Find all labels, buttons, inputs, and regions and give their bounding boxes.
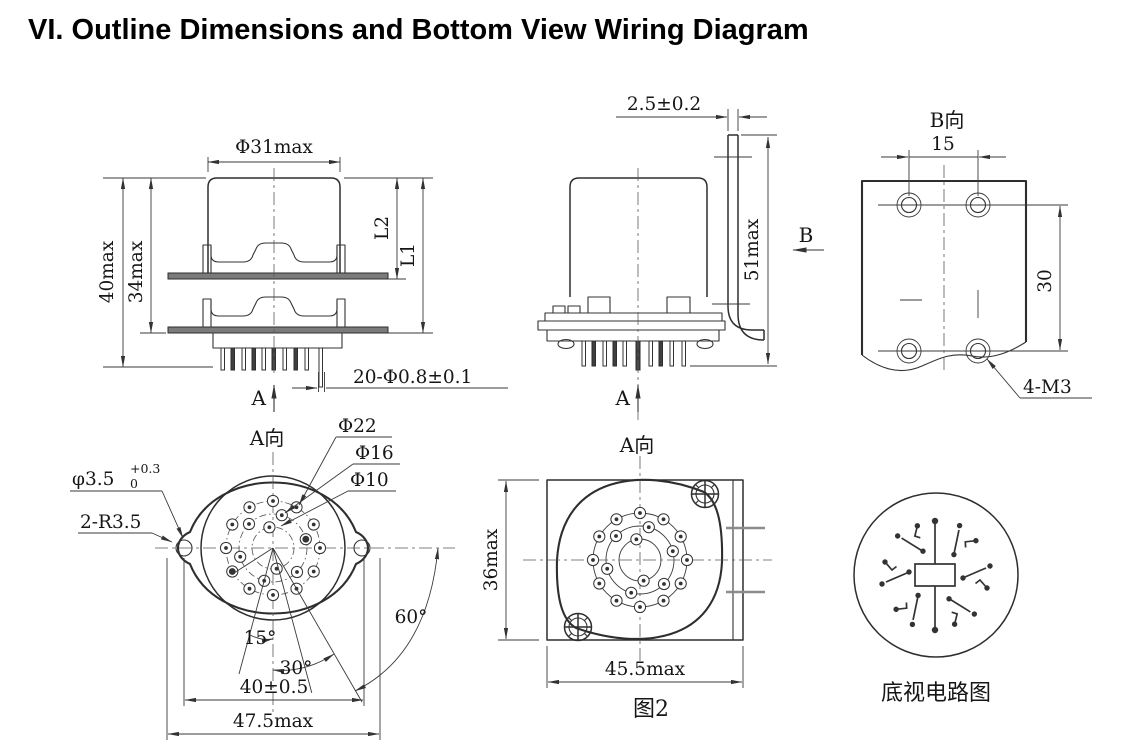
flange-plate (167, 272, 389, 280)
base-block (212, 332, 343, 349)
base-bump (552, 305, 566, 314)
dim-dia-top: Φ31max (235, 137, 313, 158)
base-bump (567, 305, 581, 314)
circuit-diagram: 底视电路图 (853, 492, 1019, 706)
dim-height-inner: 34max (126, 240, 147, 303)
coil-terminal (931, 517, 939, 525)
section-arrow-a: A (615, 386, 631, 410)
dim-hole-spacing: 40±0.5 (240, 677, 308, 698)
side-view: 2.5±0.2 51max B A (537, 94, 824, 420)
dim-mount-hole-tol-lower: 0 (130, 476, 138, 491)
fig2-view: A向 36max 45.5 (481, 433, 772, 722)
page-title: VI. Outline Dimensions and Bottom View W… (28, 14, 809, 46)
dim-thread-callout: 4-M3 (1023, 377, 1072, 398)
section-arrow-a: A (251, 386, 267, 410)
dim-angle-60: 60° (395, 607, 428, 628)
dim-pin-circle-16: Φ16 (355, 443, 394, 464)
base-plate (544, 312, 723, 322)
circuit-caption: 底视电路图 (881, 681, 991, 706)
dim-overall-width: 47.5max (233, 711, 314, 732)
dim-l1: L1 (398, 243, 419, 267)
dim-angle-15: 15° (244, 628, 277, 649)
bracket-profile (210, 296, 338, 317)
base-tab (587, 296, 611, 314)
dim-height: 51max (742, 218, 763, 281)
bracket-ear (202, 244, 212, 274)
front-view: Φ31max 40max 34max L2 L1 20-Φ0.8±0.1 A (97, 137, 508, 412)
a-view-label: A向 (249, 426, 284, 450)
dim-height: 36max (481, 528, 502, 591)
dim-mount-hole-tol-upper: +0.3 (130, 461, 160, 476)
mount-bracket (727, 134, 765, 341)
dim-height-outer: 40max (97, 240, 118, 303)
b-view: 15 B向 30 4-M3 (860, 108, 1092, 399)
base-foot (557, 338, 575, 350)
base-tab (666, 296, 691, 314)
fig2-label: A向 (619, 433, 654, 457)
dim-hole-spacing-h: 15 (931, 134, 955, 155)
bracket-profile (210, 242, 338, 263)
relay-outline (555, 478, 724, 641)
bracket-plate-outline (860, 179, 1028, 355)
flange-plate (167, 326, 389, 334)
dim-pin-circle-22: Φ22 (338, 416, 377, 437)
bracket-ear (336, 244, 346, 274)
pin-row (581, 340, 686, 371)
coil-symbol (914, 563, 956, 587)
base-plate (546, 329, 720, 342)
circuit-boundary (853, 492, 1019, 658)
break-line (861, 341, 1027, 372)
dim-mount-hole: φ3.5 (72, 469, 114, 490)
pin-array (219, 494, 327, 602)
a-view-bottom: A向 15° 30 (70, 416, 455, 740)
relay-cover-outline (569, 177, 708, 297)
centerlines (523, 456, 772, 668)
pin-row (220, 347, 323, 388)
view-arrow-b: B (799, 223, 814, 247)
dim-bracket-thickness: 2.5±0.2 (627, 94, 701, 115)
dim-l2: L2 (372, 216, 393, 240)
fig2-caption: 图2 (633, 697, 669, 722)
dim-hole-spacing-v: 30 (1035, 269, 1056, 293)
dim-pin-callout: 20-Φ0.8±0.1 (353, 367, 472, 388)
dim-flange-radius: 2-R3.5 (80, 512, 141, 533)
dim-pin-circle-10: Φ10 (350, 470, 389, 491)
coil-terminal (931, 626, 939, 634)
base-plate (537, 320, 726, 331)
dim-width: 45.5max (605, 659, 686, 680)
bracket-ear (336, 298, 346, 328)
base-foot (696, 338, 714, 350)
b-view-label: B向 (930, 108, 965, 132)
bracket-ear (202, 298, 212, 328)
dim-angle-30: 30° (280, 658, 313, 679)
